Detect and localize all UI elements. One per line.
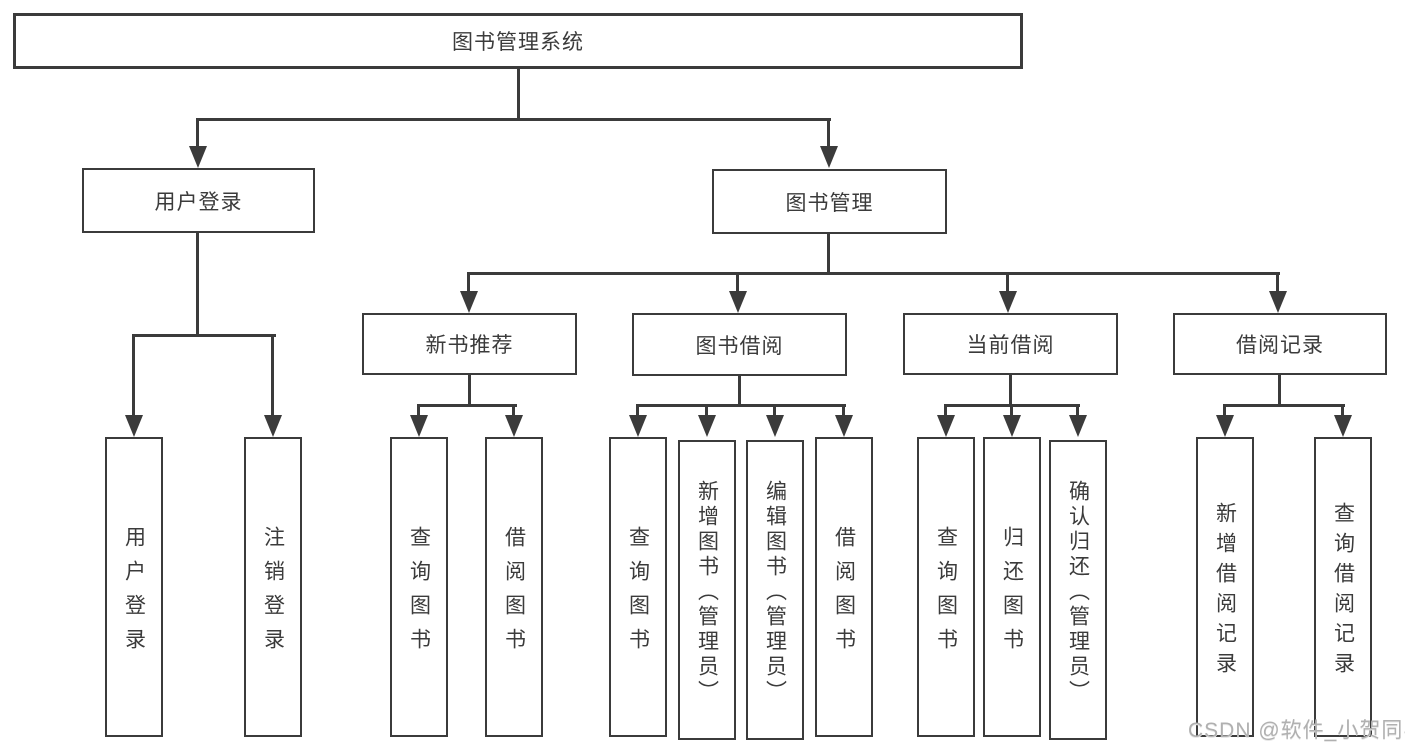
node-borrowing-records-label: 借阅记录 (1236, 334, 1324, 357)
leaf-add-books-admin: 新增图书（管理员） (678, 440, 736, 740)
leaf-borrow-books-recommend-label: 借阅图书 (502, 525, 526, 662)
connector-line (773, 406, 776, 415)
leaf-query-books-current: 查询图书 (917, 437, 975, 737)
watermark: CSDN @软件_小贺同学 (1188, 719, 1405, 742)
leaf-query-books-borrowing-label: 查询图书 (626, 525, 650, 662)
connector-line (1009, 375, 1012, 406)
connector-line (132, 336, 135, 415)
leaf-query-books-current-label: 查询图书 (934, 525, 958, 662)
node-root: 图书管理系统 (13, 13, 1023, 69)
leaf-return-books: 归还图书 (983, 437, 1041, 737)
connector-line (1341, 406, 1344, 415)
node-book-management: 图书管理 (712, 169, 947, 234)
leaf-query-books-borrowing: 查询图书 (609, 437, 667, 737)
leaf-query-borrow-record-label: 查询借阅记录 (1331, 501, 1355, 682)
connector-line (417, 406, 420, 415)
connector-line (1223, 406, 1226, 415)
connector-line (271, 336, 274, 415)
connector-line (132, 334, 276, 337)
arrowhead-down-icon (1334, 415, 1352, 437)
connector-line (1076, 406, 1079, 415)
connector-line (1006, 274, 1009, 291)
arrowhead-down-icon (410, 415, 428, 437)
leaf-user-login: 用户登录 (105, 437, 163, 737)
arrowhead-down-icon (1216, 415, 1234, 437)
connector-line (1278, 375, 1281, 406)
node-root-label: 图书管理系统 (452, 31, 584, 54)
connector-line (1276, 274, 1279, 291)
leaf-query-books-recommend: 查询图书 (390, 437, 448, 737)
connector-line (1010, 406, 1013, 415)
leaf-query-books-recommend-label: 查询图书 (407, 525, 431, 662)
arrowhead-down-icon (1069, 415, 1087, 437)
node-current-borrowing-label: 当前借阅 (966, 334, 1055, 357)
connector-line (1223, 404, 1345, 407)
arrowhead-down-icon (766, 415, 784, 437)
arrowhead-down-icon (1269, 291, 1287, 313)
connector-line (738, 375, 741, 406)
connector-line (944, 404, 1080, 407)
connector-line (842, 406, 845, 415)
leaf-borrow-books-borrowing-label: 借阅图书 (832, 525, 856, 662)
leaf-edit-books-admin: 编辑图书（管理员） (746, 440, 804, 740)
arrowhead-down-icon (698, 415, 716, 437)
connector-line (705, 406, 708, 415)
connector-line (827, 234, 830, 275)
connector-line (417, 404, 517, 407)
connector-line (944, 406, 947, 415)
node-user-login-label: 用户登录 (154, 190, 243, 214)
arrowhead-down-icon (125, 415, 143, 437)
leaf-add-borrow-record: 新增借阅记录 (1196, 437, 1254, 737)
connector-line (196, 118, 831, 121)
arrowhead-down-icon (835, 415, 853, 437)
arrowhead-down-icon (1003, 415, 1021, 437)
connector-line (467, 274, 470, 291)
arrowhead-down-icon (629, 415, 647, 437)
connector-line (636, 404, 846, 407)
arrowhead-down-icon (505, 415, 523, 437)
connector-line (468, 375, 471, 406)
connector-line (827, 120, 830, 146)
connector-line (196, 120, 199, 146)
arrowhead-down-icon (820, 146, 838, 168)
node-current-borrowing: 当前借阅 (903, 313, 1118, 375)
node-book-management-label: 图书管理 (785, 191, 874, 215)
connector-line (467, 272, 1280, 275)
leaf-confirm-return-admin-label: 确认归还（管理员） (1066, 479, 1090, 705)
connector-line (636, 406, 639, 415)
node-new-book-recommendation: 新书推荐 (362, 313, 577, 375)
arrowhead-down-icon (937, 415, 955, 437)
leaf-logout-login-label: 注销登录 (261, 525, 285, 662)
node-user-login: 用户登录 (82, 168, 315, 233)
leaf-edit-books-admin-label: 编辑图书（管理员） (763, 479, 787, 705)
leaf-query-borrow-record: 查询借阅记录 (1314, 437, 1372, 737)
connector-line (196, 233, 199, 337)
connector-line (736, 274, 739, 291)
node-book-borrowing: 图书借阅 (632, 313, 847, 376)
leaf-user-login-label: 用户登录 (122, 525, 146, 662)
connector-line (512, 406, 515, 415)
leaf-add-borrow-record-label: 新增借阅记录 (1213, 501, 1237, 682)
arrowhead-down-icon (460, 291, 478, 313)
leaf-borrow-books-recommend: 借阅图书 (485, 437, 543, 737)
arrowhead-down-icon (999, 291, 1017, 313)
leaf-confirm-return-admin: 确认归还（管理员） (1049, 440, 1107, 740)
arrowhead-down-icon (729, 291, 747, 313)
leaf-return-books-label: 归还图书 (1000, 525, 1024, 662)
leaf-add-books-admin-label: 新增图书（管理员） (695, 479, 719, 705)
leaf-borrow-books-borrowing: 借阅图书 (815, 437, 873, 737)
node-book-borrowing-label: 图书借阅 (695, 334, 784, 358)
connector-line (517, 69, 520, 121)
arrowhead-down-icon (189, 146, 207, 168)
node-new-book-recommendation-label: 新书推荐 (425, 334, 514, 357)
node-borrowing-records: 借阅记录 (1173, 313, 1387, 375)
leaf-logout-login: 注销登录 (244, 437, 302, 737)
arrowhead-down-icon (264, 415, 282, 437)
